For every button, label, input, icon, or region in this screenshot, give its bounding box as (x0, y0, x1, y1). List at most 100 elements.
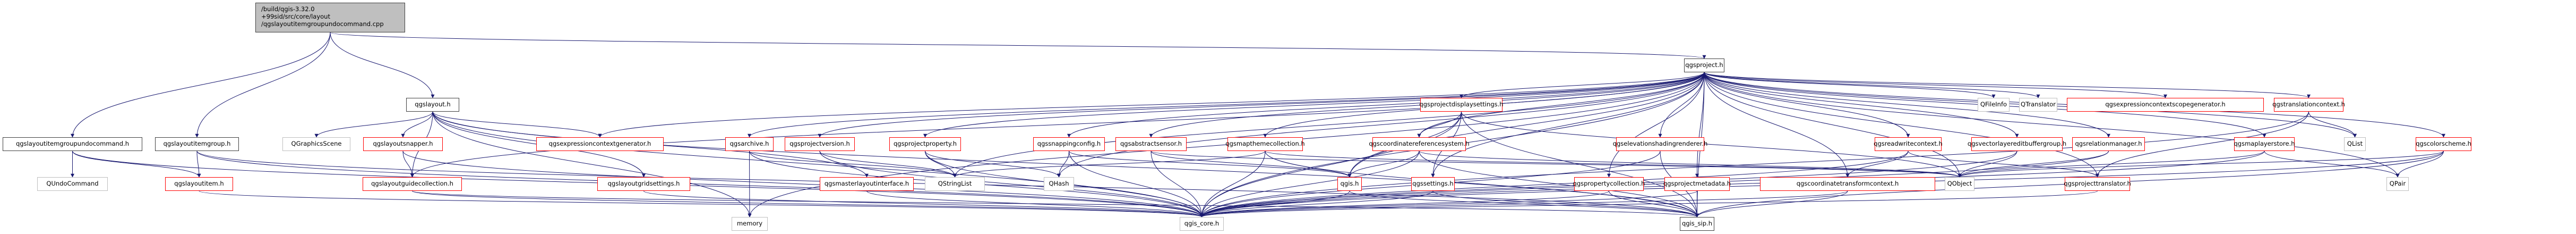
dependency-edge (1704, 72, 1996, 98)
header-node-exprctxgen-h[interactable]: qgsexpressioncontextgenerator.h (536, 137, 664, 151)
node-label: qgslayout.h (415, 101, 451, 108)
dependency-edge (1200, 190, 1848, 218)
node-label: qgis_sip.h (1682, 220, 1712, 228)
header-node-qgraphicsscene: QGraphicsScene (282, 137, 350, 151)
dependency-edge (1200, 190, 1609, 218)
header-node-projproperty-h[interactable]: qgsprojectproperty.h (889, 137, 961, 151)
dependency-edge (1432, 190, 1699, 218)
header-node-archive-h[interactable]: qgsarchive.h (725, 137, 774, 151)
dependency-edge (1200, 111, 1462, 218)
header-node-projversion-h[interactable]: qgsprojectversion.h (785, 137, 855, 151)
dependency-edge (1347, 151, 1420, 178)
header-node-snapper-h[interactable]: qgslayoutsnapper.h (363, 137, 443, 151)
header-node-ctctx-h[interactable]: qgscoordinatetransformcontext.h (1760, 177, 1935, 191)
dependency-edge (1057, 72, 1705, 178)
dependency-edge (1200, 190, 1697, 218)
header-node-settings-h[interactable]: qgssettings.h (1411, 177, 1455, 191)
header-node-relmgr-h[interactable]: qgsrelationmanager.h (2072, 137, 2145, 151)
header-node-qgis-h[interactable]: qgis.h (1337, 177, 1362, 191)
header-node-itemgroup-h[interactable]: qgslayoutitemgroup.h (155, 137, 239, 151)
node-label: qgsprojecttranslator.h (2064, 180, 2131, 188)
header-node-elevation-h[interactable]: qgselevationshadingrenderer.h (1613, 137, 1707, 151)
dependency-edge (1200, 190, 1433, 218)
dependency-edge (1704, 72, 2099, 178)
dependency-edge (402, 151, 1204, 218)
header-node-displaysettings-h[interactable]: qgsprojectdisplaysettings.h (1419, 98, 1504, 112)
node-label: qgis_core.h (1184, 220, 1220, 228)
node-label: qgsvectorlayereditbuffergroup.h (1967, 140, 2067, 148)
dependency-edge (1957, 151, 2265, 178)
node-label: qgsproject.h (1685, 61, 1723, 69)
header-node-layout-h[interactable]: qgslayout.h (406, 98, 459, 112)
root-file-path-line: +99sid/src/core/layout (261, 13, 330, 20)
header-node-projmeta-h[interactable]: qgsprojectmetadata.h (1663, 177, 1731, 191)
header-node-masterlayout-h[interactable]: qgsmasterlayoutinterface.h (820, 177, 914, 191)
dependency-edge (1461, 111, 1699, 218)
node-label: qgsmasterlayoutinterface.h (824, 180, 909, 188)
node-label: qgslayoutguidecollection.h (371, 180, 453, 188)
node-label: qgslayoutitemgroup.h (163, 140, 231, 148)
dependency-edge (953, 72, 1705, 178)
dependency-edge (432, 111, 602, 138)
root-file-path-line: /build/qgis-3.32.0 (261, 5, 315, 13)
node-label: qgsprojectproperty.h (893, 140, 957, 148)
root-file-path-line: /qgslayoutitemgroupundocommand.cpp (261, 20, 384, 28)
dependency-edge (72, 151, 201, 178)
dependency-edge (1150, 151, 1204, 218)
header-node-maptheme-h[interactable]: qgsmapthemecollection.h (1225, 137, 1305, 151)
node-label: qgsexpressioncontextgenerator.h (548, 140, 651, 148)
header-node-snapping-h[interactable]: qgssnappingconfig.h (1033, 137, 1105, 151)
header-node-layoutitem-h[interactable]: qgslayoutitem.h (165, 177, 233, 191)
header-node-transctx-h[interactable]: qgstranslationcontext.h (2272, 98, 2345, 112)
header-node-gridsettings-h[interactable]: qgslayoutgridsettings.h (597, 177, 690, 191)
dependency-edge (749, 151, 957, 178)
header-node-qpair: QPair (2386, 177, 2409, 191)
dependency-edge (196, 151, 1204, 218)
header-node-exprscopegen-h[interactable]: qgsexpressioncontextscopegenerator.h (2067, 98, 2264, 112)
header-node-projtranslator-h[interactable]: qgsprojecttranslator.h (2064, 177, 2131, 191)
header-node-propcoll-h[interactable]: qgspropertycollection.h (1573, 177, 1645, 191)
dependency-edge (2264, 151, 2400, 178)
header-node-rwcontext-h[interactable]: qgsreadwritecontext.h (1874, 137, 1943, 151)
node-label: qgis.h (1340, 180, 1359, 188)
header-node-sensor-h[interactable]: qgsabstractsensor.h (1115, 137, 1187, 151)
header-node-undocmd-h[interactable]: qgslayoutitemgroupundocommand.h (3, 137, 142, 151)
node-label: QStringList (938, 180, 972, 188)
dependency-edge (412, 190, 1204, 218)
header-node-qgis-sip-h[interactable]: qgis_sip.h (1680, 217, 1714, 231)
header-node-guidecoll-h[interactable]: qgslayoutguidecollection.h (363, 177, 462, 191)
dependency-edge (1957, 151, 2109, 178)
header-node-crs-h[interactable]: qgscoordinatereferencesystem.h (1369, 137, 1470, 151)
dependency-edge (1067, 72, 1705, 138)
dependency-edge (1431, 72, 1705, 178)
dependency-edge (1704, 72, 2110, 138)
dependency-edge (1957, 151, 2444, 178)
header-node-qstringlist: QStringList (925, 177, 985, 191)
dependency-edge (1704, 72, 1910, 138)
dependency-edge (866, 190, 1204, 218)
node-label: qgsprojectdisplaysettings.h (1419, 101, 1504, 108)
dependency-edge (1150, 151, 1962, 178)
dependency-edge (1200, 151, 1420, 218)
dependency-edge (1461, 111, 1962, 178)
dependency-edge (598, 72, 1705, 138)
dependency-edge (1417, 111, 1462, 138)
dependency-edge (1704, 72, 2400, 178)
header-node-project-h[interactable]: qgsproject.h (1684, 59, 1724, 72)
node-label: qgsabstractsensor.h (1120, 140, 1182, 148)
dependency-edge (643, 190, 1204, 218)
node-label: qgssettings.h (1412, 180, 1454, 188)
header-node-editbuffer-h[interactable]: qgsvectorlayereditbuffergroup.h (1967, 137, 2067, 151)
dependency-edge (1658, 72, 1705, 138)
dependency-edge (410, 72, 1705, 178)
node-label: qgsarchive.h (729, 140, 769, 148)
node-label: qgselevationshadingrenderer.h (1612, 140, 1708, 148)
node-label: QHash (1049, 180, 1069, 188)
header-node-colorscheme-h[interactable]: qgscolorscheme.h (2416, 137, 2471, 151)
dependency-edge (71, 32, 331, 138)
root-file-node[interactable]: /build/qgis-3.32.0+99sid/src/core/layout… (255, 3, 405, 32)
dependency-edge (1704, 72, 2167, 98)
header-node-layerstore-h[interactable]: qgsmaplayerstore.h (2234, 137, 2295, 151)
node-label: qgslayoutitem.h (174, 180, 224, 188)
